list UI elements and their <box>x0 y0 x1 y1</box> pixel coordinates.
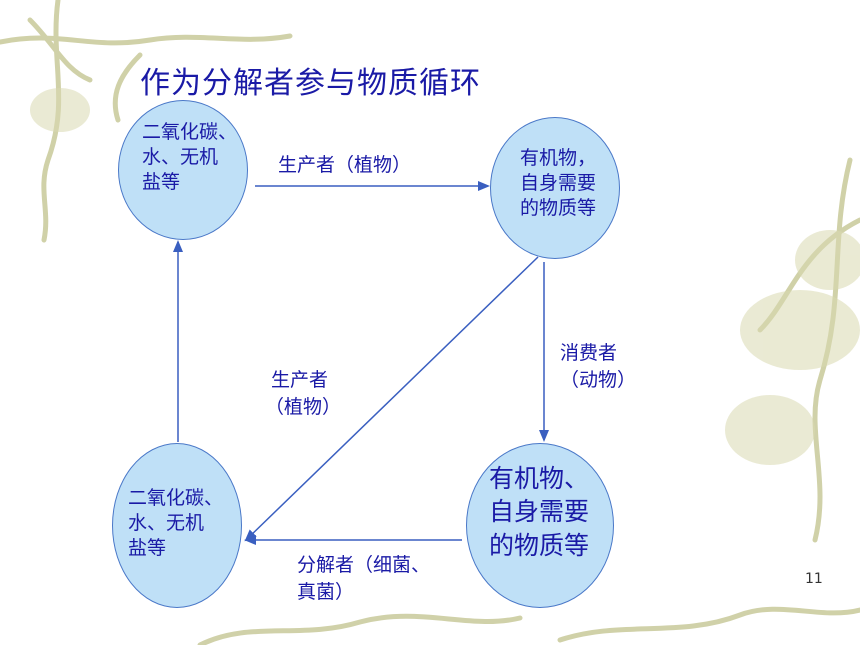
node-line: 的物质等 <box>489 530 590 560</box>
page-number: 11 <box>805 571 823 587</box>
label-line: 真菌） <box>297 580 355 603</box>
node-top-left-circle <box>118 100 248 240</box>
node-line: 盐等 <box>142 171 181 194</box>
node-bottom-left-text: 二氧化碳、 水、无机 盐等 <box>128 486 223 561</box>
edge-label-top: 生产者（植物） <box>278 154 412 176</box>
node-line: 有机物， <box>520 147 597 169</box>
label-line: 消费者 <box>560 342 618 364</box>
node-line: 自身需要 <box>520 172 597 195</box>
node-top-right-circle <box>490 117 620 259</box>
label-line: 生产者 <box>271 369 329 391</box>
label-line: （动物） <box>560 368 637 391</box>
node-bottom-right-circle <box>466 443 614 608</box>
edge-label-right: 消费者 （动物） <box>560 340 636 393</box>
node-line: 盐等 <box>128 537 167 560</box>
label-line: 分解者（细菌、 <box>297 554 431 576</box>
slide-title: 作为分解者参与物质循环 <box>140 66 481 101</box>
node-top-left-text: 二氧化碳、 水、无机 盐等 <box>142 120 237 195</box>
node-line: 水、无机 <box>142 146 219 169</box>
node-top-right-text: 有机物， 自身需要 的物质等 <box>520 146 596 221</box>
node-bottom-left-circle <box>112 443 242 608</box>
node-line: 二氧化碳、 <box>128 487 224 509</box>
node-line: 有机物、 <box>489 464 590 493</box>
node-line: 二氧化碳、 <box>142 121 238 143</box>
node-line: 自身需要 <box>489 497 590 527</box>
node-bottom-right-text: 有机物、 自身需要 的物质等 <box>489 462 589 562</box>
edge-label-bottom: 分解者（细菌、 真菌） <box>297 552 430 605</box>
node-line: 水、无机 <box>128 512 205 535</box>
edge-label-diagonal: 生产者 （植物） <box>265 367 341 420</box>
node-line: 的物质等 <box>520 197 597 220</box>
arrow-diagonal-producer <box>244 256 539 542</box>
label-line: （植物） <box>265 395 342 418</box>
